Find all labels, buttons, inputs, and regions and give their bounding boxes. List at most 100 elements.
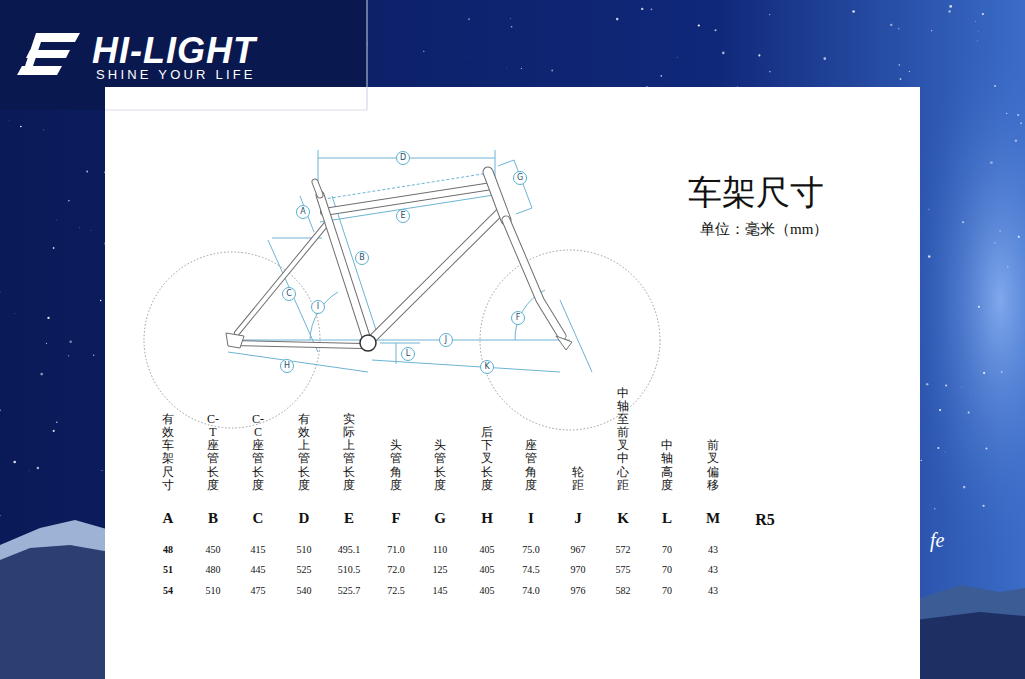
- star: [1006, 113, 1007, 114]
- star: [69, 340, 72, 343]
- star: [13, 461, 16, 464]
- star: [650, 8, 652, 10]
- extension-line: [495, 150, 496, 178]
- down-tube: [368, 210, 502, 343]
- star: [900, 78, 902, 80]
- star: [616, 18, 619, 21]
- table-cell: 51: [163, 564, 173, 575]
- star: [926, 383, 929, 386]
- column-letter: M: [706, 510, 720, 527]
- star: [931, 30, 932, 31]
- table-cell: 967: [571, 544, 586, 555]
- star: [551, 70, 553, 72]
- watermark: fe: [930, 529, 944, 552]
- star: [974, 21, 976, 23]
- logo-icon: [17, 33, 80, 75]
- star: [53, 430, 55, 432]
- panel-rule: [367, 0, 368, 110]
- head-tube: [488, 172, 506, 220]
- callout-circle: H: [280, 359, 294, 373]
- table-cell: 75.0: [522, 544, 540, 555]
- table-cell: 145: [433, 585, 448, 596]
- table-cell: 480: [206, 564, 221, 575]
- table-cell: 43: [708, 564, 718, 575]
- column-letter: C: [253, 510, 264, 527]
- star: [945, 385, 947, 387]
- dimension-line: [232, 340, 570, 341]
- table-cell: 525.7: [338, 585, 361, 596]
- down-tube: [368, 210, 502, 343]
- seat-post: [315, 182, 320, 195]
- callout-letter: J: [445, 336, 447, 344]
- top-tube: [324, 186, 492, 212]
- extension-line: [380, 343, 420, 344]
- table-cell: 450: [206, 544, 221, 555]
- star: [676, 56, 678, 58]
- star: [93, 354, 94, 355]
- column-letter: H: [481, 510, 493, 527]
- angle-arc: [310, 292, 338, 340]
- column-letter: E: [344, 510, 354, 527]
- star: [921, 460, 922, 461]
- table-cell: 70: [662, 585, 672, 596]
- star: [506, 67, 508, 69]
- star: [948, 10, 951, 13]
- bottom-bracket: [360, 335, 376, 351]
- table-cell: 74.0: [522, 585, 540, 596]
- table-cell: 475: [251, 585, 266, 596]
- star: [0, 409, 1, 410]
- callout-circle: L: [401, 347, 415, 361]
- star: [53, 247, 55, 249]
- callout-circle: B: [355, 251, 369, 265]
- star: [994, 85, 996, 87]
- column-header: 轮距: [572, 466, 584, 492]
- star: [43, 129, 44, 130]
- table-cell: 54: [163, 585, 173, 596]
- table-cell: 43: [708, 585, 718, 596]
- star: [722, 52, 725, 55]
- seatstay: [237, 222, 328, 333]
- star: [769, 14, 770, 15]
- column-letter: J: [574, 510, 582, 527]
- dimension-line: [228, 352, 368, 372]
- table-cell: 976: [571, 585, 586, 596]
- frame-drawing: [144, 150, 660, 430]
- star: [961, 386, 963, 388]
- column-header: 后下叉长度: [481, 426, 493, 492]
- callout-circle: K: [480, 360, 494, 374]
- star: [90, 230, 92, 232]
- star: [963, 486, 966, 489]
- column-header: 有效上管长度: [298, 413, 310, 492]
- star: [985, 447, 987, 449]
- dimension-line: [396, 343, 397, 364]
- star: [970, 391, 972, 393]
- star: [469, 55, 471, 57]
- column-letter: F: [391, 510, 400, 527]
- table-cell: 72.0: [387, 564, 405, 575]
- callout-circle: G: [513, 171, 527, 185]
- star: [1018, 236, 1020, 238]
- fork: [506, 220, 562, 336]
- dimension-line: [372, 360, 560, 372]
- star: [949, 5, 952, 8]
- star: [101, 470, 102, 471]
- star: [1017, 114, 1019, 116]
- column-letter: A: [163, 510, 174, 527]
- star: [990, 161, 993, 164]
- column-header: 座管角度: [525, 439, 537, 492]
- callout-letter: I: [317, 303, 319, 311]
- star: [14, 313, 16, 315]
- callout-letter: E: [400, 212, 405, 220]
- column-letter: L: [662, 510, 672, 527]
- table-cell: 415: [251, 544, 266, 555]
- fork-dropout: [556, 336, 572, 350]
- callout-letter: C: [286, 290, 292, 298]
- table-cell: 510.5: [338, 564, 361, 575]
- star: [37, 467, 40, 470]
- logo-bar: [22, 33, 44, 75]
- seat-post: [315, 182, 320, 195]
- star: [86, 170, 88, 172]
- star: [1007, 266, 1008, 267]
